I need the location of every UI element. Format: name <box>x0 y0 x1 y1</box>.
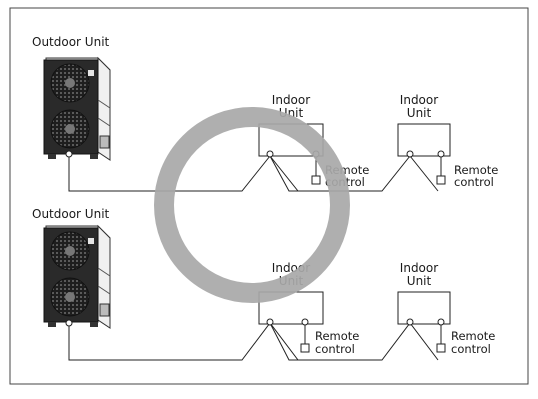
indoor-unit-label: Indoor <box>400 93 438 107</box>
outdoor-unit-label: Outdoor Unit <box>32 35 110 49</box>
indoor-terminal <box>406 150 414 158</box>
remote-terminal <box>301 318 309 326</box>
indoor-unit-label: Indoor <box>272 93 310 107</box>
transmission-wire-branch <box>269 155 298 192</box>
remote-control-label: control <box>454 175 494 189</box>
remote-control-label: Remote <box>451 329 495 343</box>
indoor-unit-label: Indoor <box>400 261 438 275</box>
transmission-wire-branch <box>269 322 298 361</box>
remote-control-label: control <box>315 342 355 356</box>
remote-control-label: control <box>451 342 491 356</box>
indoor-terminal <box>406 318 414 326</box>
indoor-terminal <box>266 318 274 326</box>
remote-control-label: Remote <box>315 329 359 343</box>
remote-control-label: Remote <box>454 163 498 177</box>
indoor-terminal <box>266 150 274 158</box>
diagram-frame <box>9 7 529 385</box>
ring-overlay <box>154 107 350 303</box>
outdoor-unit-image <box>43 56 111 161</box>
transmission-wire <box>68 155 439 192</box>
outdoor-unit-image <box>43 224 111 329</box>
remote-control-box <box>300 343 310 353</box>
outdoor-unit-label: Outdoor Unit <box>32 207 110 221</box>
remote-terminal <box>437 150 445 158</box>
indoor-unit-label: Unit <box>407 274 432 288</box>
remote-terminal <box>437 318 445 326</box>
outdoor-terminal <box>65 150 73 158</box>
outdoor-terminal <box>65 319 73 327</box>
transmission-wire <box>68 322 439 361</box>
remote-control-box <box>436 343 446 353</box>
indoor-unit-label: Unit <box>407 106 432 120</box>
remote-control-box <box>436 175 446 185</box>
remote-control-box <box>311 175 321 185</box>
